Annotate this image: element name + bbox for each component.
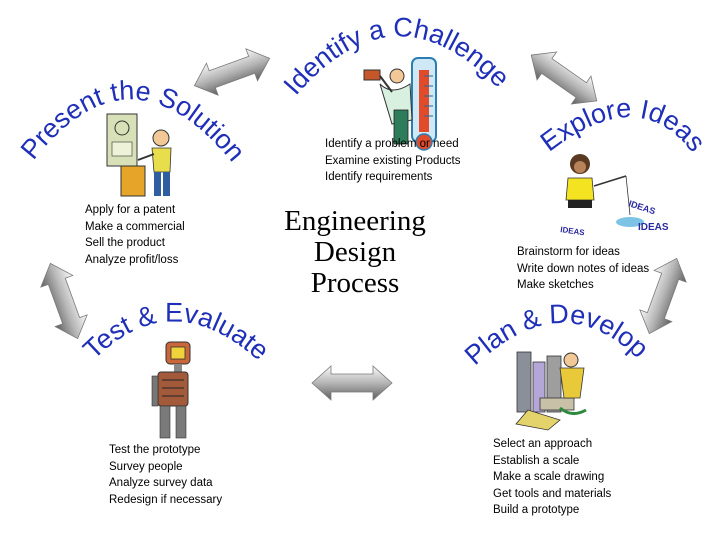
list-item: Get tools and materials	[493, 487, 612, 500]
explore-ideas-list: Brainstorm for ideas Write down notes of…	[517, 244, 649, 294]
title-line-2: Design	[313, 236, 397, 268]
list-item: Make a scale drawing	[493, 471, 605, 484]
list-item: Apply for a patent	[85, 204, 176, 216]
list-item: Establish a scale	[493, 454, 580, 467]
heading-explore-ideas: Explore Ideas	[535, 93, 711, 157]
thermometer-scientist-icon	[363, 57, 437, 151]
list-item: Analyze survey data	[109, 477, 213, 490]
city-planner-icon	[515, 351, 587, 431]
heading-identify-challenge: Identify a Challenge	[278, 12, 516, 100]
plan-develop-list: Select an approach Establish a scale Mak…	[493, 436, 611, 519]
list-item: Brainstorm for ideas	[517, 246, 620, 258]
list-item: Examine existing Products	[325, 154, 461, 167]
svg-text:IDEAS: IDEAS	[560, 225, 586, 237]
list-item: Survey people	[109, 460, 183, 473]
presenter-icon	[106, 113, 172, 197]
svg-text:IDEAS: IDEAS	[627, 198, 656, 216]
list-item: Select an approach	[493, 438, 593, 450]
list-item: Write down notes of ideas	[517, 262, 650, 275]
list-item: Build a prototype	[493, 504, 580, 517]
title-line-1: Engineering	[284, 205, 426, 237]
list-item: Make a commercial	[85, 220, 185, 233]
list-item: Redesign if necessary	[109, 493, 223, 506]
identify-challenge-list: Identify a problem or need Examine exist…	[325, 136, 461, 186]
double-arrow-icon	[33, 257, 95, 345]
robot-icon	[151, 341, 191, 439]
svg-text:IDEAS: IDEAS	[638, 222, 669, 233]
present-solution-list: Apply for a patent Make a commercial Sel…	[85, 202, 185, 268]
title-line-3: Process	[310, 267, 400, 299]
test-evaluate-list: Test the prototype Survey people Analyze…	[109, 442, 222, 508]
list-item: Sell the product	[85, 237, 165, 250]
list-item: Make sketches	[517, 279, 594, 292]
list-item: Test the prototype	[109, 444, 201, 456]
diagram-title: Engineering Design Process	[250, 206, 460, 299]
girl-fishing-icon: IDEAS IDEAS IDEAS	[560, 154, 669, 237]
double-arrow-icon	[311, 365, 393, 401]
list-item: Analyze profit/loss	[85, 253, 179, 266]
double-arrow-icon	[188, 41, 276, 103]
list-item: Identify requirements	[325, 171, 433, 184]
list-item: Identify a problem or need	[325, 138, 459, 150]
